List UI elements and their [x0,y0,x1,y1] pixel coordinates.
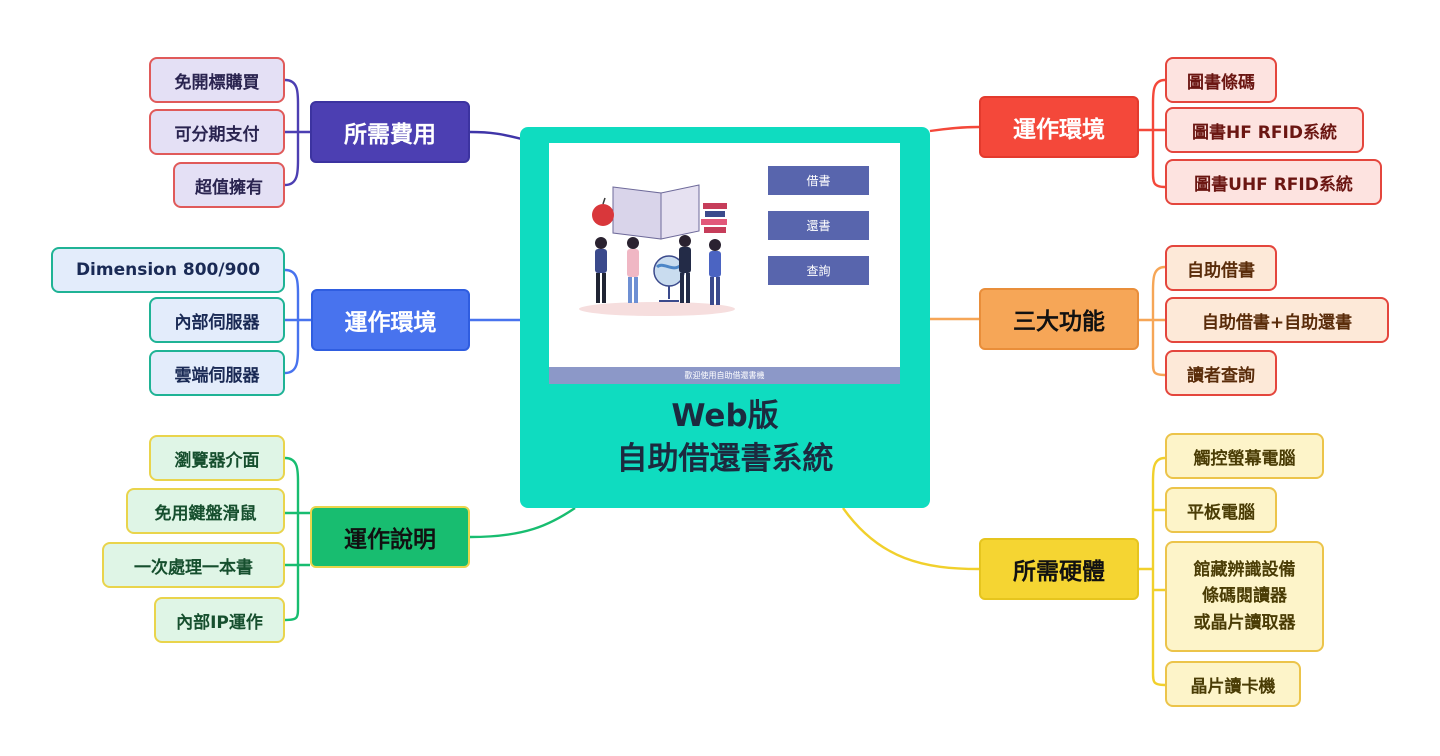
branch-operation-description: 運作說明 [310,506,470,568]
kiosk-screen-preview: 借書 還書 查詢 歡迎使用自助借還書機 [549,143,900,384]
link-cost-leaves [284,78,310,187]
branch-env-right: 運作環境 [979,96,1139,158]
leaf-line: 館藏辨識設備 [1193,559,1296,580]
leaf-function: 自助借書 [1165,245,1277,291]
leaf-env-left: 雲端伺服器 [149,350,285,396]
query-button[interactable]: 查詢 [768,256,869,285]
link-func-leaves [1139,265,1166,377]
link-envr-center [929,125,980,133]
leaf-line: 條碼閱讀器 [1202,586,1287,607]
branch-env-left: 運作環境 [311,289,470,351]
leaf-hardware: 晶片讀卡機 [1165,661,1301,707]
borrow-button[interactable]: 借書 [768,166,869,195]
leaf-operation: 內部IP運作 [154,597,285,643]
leaf-operation: 免用鍵盤滑鼠 [126,488,285,534]
link-envr-leaves [1139,78,1166,189]
leaf-cost: 超值擁有 [173,162,285,208]
leaf-hardware: 平板電腦 [1165,487,1277,533]
leaf-hardware-identification: 館藏辨識設備 條碼閱讀器 或晶片讀取器 [1165,541,1324,652]
leaf-operation: 一次處理一本書 [102,542,285,588]
leaf-function: 自助借書+自助還書 [1165,297,1389,343]
link-envl-leaves [284,268,311,375]
return-button[interactable]: 還書 [768,211,869,240]
leaf-env-left: 內部伺服器 [149,297,285,343]
branch-cost: 所需費用 [310,101,470,163]
branch-functions: 三大功能 [979,288,1139,350]
leaf-env-right: 圖書UHF RFID系統 [1165,159,1382,205]
leaf-env-right: 圖書條碼 [1165,57,1277,103]
reading-people-illustration [579,184,735,316]
center-title-line2: 自助借還書系統 [616,440,834,477]
leaf-cost: 免開標購買 [149,57,285,103]
welcome-bar: 歡迎使用自助借還書機 [549,367,900,384]
leaf-line: 或晶片讀取器 [1193,612,1296,633]
link-hw-center [842,507,980,571]
link-desc-center [469,507,576,539]
leaf-env-right: 圖書HF RFID系統 [1165,107,1364,153]
center-title: Web版 自助借還書系統 [520,395,930,481]
link-desc-leaves [284,456,310,622]
link-hw-leaves [1139,456,1166,687]
leaf-hardware: 觸控螢幕電腦 [1165,433,1324,479]
link-cost-center [469,130,523,141]
center-title-line1: Web版 [671,398,779,434]
leaf-function: 讀者查詢 [1165,350,1277,396]
branch-hardware: 所需硬體 [979,538,1139,600]
center-node: 借書 還書 查詢 歡迎使用自助借還書機 Web版 自助借還書系統 [520,127,930,508]
leaf-operation: 瀏覽器介面 [149,435,285,481]
leaf-cost: 可分期支付 [149,109,285,155]
leaf-env-left: Dimension 800/900 [51,247,285,293]
